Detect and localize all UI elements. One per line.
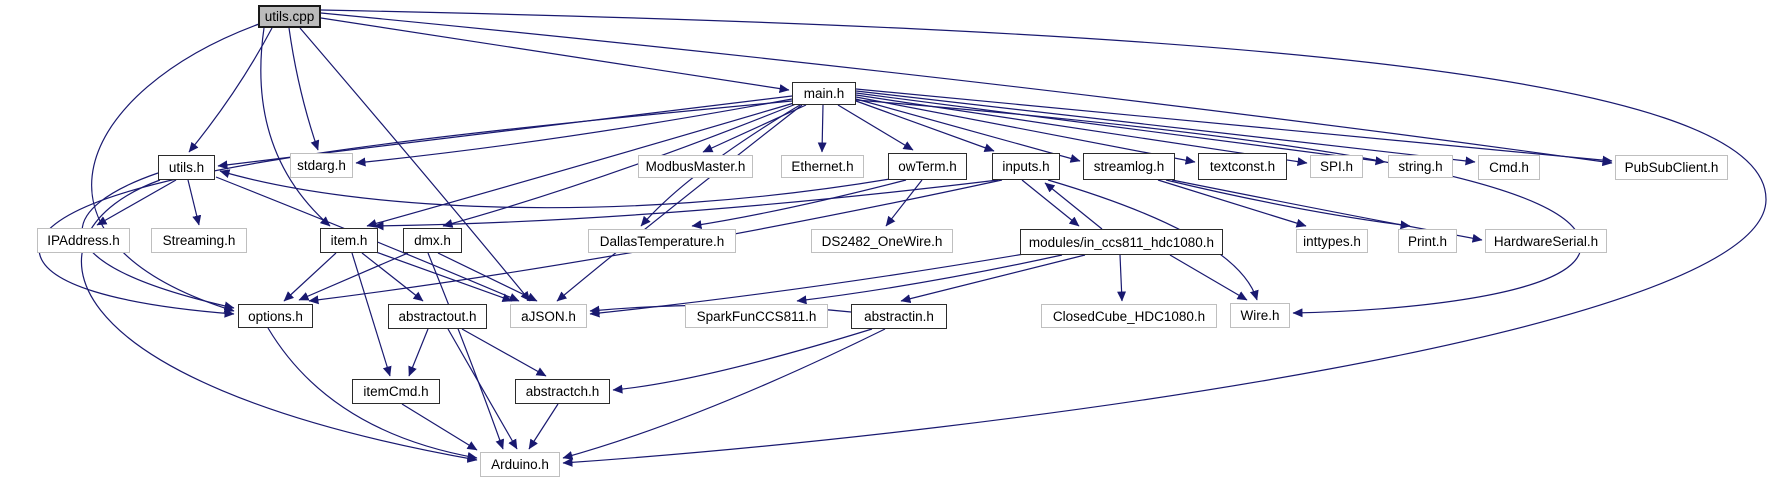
node-utils_cpp: utils.cpp — [258, 5, 321, 28]
edge-main_h-to-ModbusMaster_h — [702, 104, 807, 153]
node-ModbusMaster_h: ModbusMaster.h — [638, 155, 753, 178]
edge-utils_cpp-to-utils_h — [188, 27, 273, 153]
edge-abstractout_h-to-Arduino_h — [447, 328, 518, 450]
node-SPI_h: SPI.h — [1310, 155, 1363, 178]
node-HardwareSerial_h: HardwareSerial.h — [1485, 229, 1607, 253]
node-Wire_h: Wire.h — [1230, 303, 1290, 328]
node-SparkFunCCS811_h: SparkFunCCS811.h — [685, 304, 828, 328]
node-Cmd_h: Cmd.h — [1478, 155, 1540, 180]
node-inputs_h[interactable]: inputs.h — [992, 153, 1060, 180]
node-inttypes_h: inttypes.h — [1296, 229, 1368, 253]
edge-item_h-to-abstractout_h — [361, 252, 424, 302]
node-modules_in_ccs811_hdc1080_h[interactable]: modules/in_ccs811_hdc1080.h — [1020, 229, 1223, 255]
edge-abstractin_h-to-Arduino_h — [562, 328, 886, 460]
edge-utils_h-to-Arduino_h — [80, 179, 478, 463]
node-options_h[interactable]: options.h — [238, 304, 313, 328]
edge-dmx_h-to-aJSON_h — [437, 252, 538, 302]
node-textconst_h[interactable]: textconst.h — [1198, 153, 1287, 180]
edge-dmx_h-to-Arduino_h — [427, 252, 505, 450]
edge-owTerm_h-to-DallasTemperature_h — [691, 179, 907, 229]
node-abstractch_h[interactable]: abstractch.h — [515, 379, 610, 404]
node-Print_h: Print.h — [1398, 229, 1457, 253]
edge-modules_in-to-ClosedCube_HDC1080_h — [1117, 254, 1127, 302]
edge-item_h-to-options_h — [283, 252, 337, 302]
edge-abstractch_h-to-Arduino_h — [528, 403, 559, 450]
node-Streaming_h: Streaming.h — [151, 228, 247, 253]
edge-main_h-to-streamlog_h — [855, 98, 1081, 163]
edge-utils_cpp-to-aJSON_h — [299, 27, 531, 302]
edge-main_h-to-owTerm_h — [837, 104, 914, 151]
edge-inputs_h-to-item_h — [373, 179, 999, 231]
edge-options_h-to-Arduino_h — [267, 327, 478, 461]
edge-utils_h-to-IPAddress_h — [96, 179, 177, 226]
edge-item_h-to-aJSON_h — [375, 251, 513, 303]
node-DallasTemperature_h: DallasTemperature.h — [588, 229, 736, 253]
edge-modules_in-to-Wire_h — [1169, 254, 1248, 301]
edge-main_h-to-Wire_h — [855, 99, 1582, 318]
node-dmx_h[interactable]: dmx.h — [403, 228, 462, 253]
edge-abstractin_h-to-abstractch_h — [612, 328, 873, 394]
node-streamlog_h[interactable]: streamlog.h — [1083, 153, 1175, 180]
edge-main_h-to-inputs_h — [855, 100, 995, 152]
edge-utils_cpp-to-main_h — [320, 17, 790, 94]
node-main_h[interactable]: main.h — [792, 82, 856, 105]
edge-modules_in-to-abstractin_h — [900, 254, 1086, 304]
edge-utils_h-to-Streaming_h — [187, 179, 202, 226]
edge-abstractout_h-to-itemCmd_h — [408, 328, 429, 377]
edge-streamlog_h-to-inttypes_h — [1157, 179, 1307, 228]
edge-itemCmd_h-to-Arduino_h — [401, 403, 478, 451]
edge-main_h-to-textconst_h — [855, 96, 1196, 165]
edge-utils_cpp-to-item_h — [260, 27, 331, 227]
edge-modules_in-to-inputs_h — [1044, 182, 1103, 230]
edge-utils_cpp-to-PubSubClient_h — [320, 12, 1613, 167]
edge-modules_in-to-SparkFunCCS811_h — [796, 254, 1063, 305]
edge-main_h-to-stdarg_h — [355, 98, 793, 167]
node-owTerm_h[interactable]: owTerm.h — [888, 153, 967, 180]
node-ClosedCube_HDC1080_h: ClosedCube_HDC1080.h — [1041, 304, 1217, 328]
node-DS2482_OneWire_h: DS2482_OneWire.h — [811, 229, 953, 253]
node-utils_h[interactable]: utils.h — [158, 155, 215, 180]
edge-utils_cpp-to-stdarg_h — [288, 27, 320, 151]
edge-main_h-to-Ethernet_h — [817, 104, 827, 153]
edge-main_h-to-dmx_h — [442, 103, 797, 228]
edge-owTerm_h-to-DS2482_OneWire_h — [885, 179, 923, 227]
edge-dmx_h-to-options_h — [298, 252, 409, 301]
node-aJSON_h: aJSON.h — [510, 304, 587, 328]
edge-utils_cpp-to-options_h — [91, 23, 260, 313]
node-Ethernet_h: Ethernet.h — [781, 155, 864, 178]
edge-main_h-to-Cmd_h — [855, 90, 1476, 166]
edge-streamlog_h-to-Print_h — [1165, 179, 1411, 230]
edge-inputs_h-to-modules_in — [1021, 179, 1080, 227]
node-stdarg_h: stdarg.h — [290, 153, 353, 178]
edge-main_h-to-options_h — [38, 100, 793, 318]
node-item_h[interactable]: item.h — [320, 228, 378, 253]
node-abstractout_h[interactable]: abstractout.h — [388, 304, 487, 329]
edge-item_h-to-itemCmd_h — [351, 252, 392, 377]
node-itemCmd_h[interactable]: itemCmd.h — [352, 379, 440, 404]
edge-utils_cpp-to-Arduino_h — [320, 9, 1767, 467]
edge-owTerm_h-to-utils_h — [219, 169, 891, 209]
node-Arduino_h: Arduino.h — [480, 452, 560, 477]
edge-main_h-to-item_h — [366, 102, 795, 228]
edge-main_h-to-string_h — [855, 92, 1386, 166]
edge-main_h-to-PubSubClient_h — [855, 88, 1613, 165]
node-PubSubClient_h: PubSubClient.h — [1615, 155, 1728, 180]
edge-abstractout_h-to-abstractch_h — [461, 328, 547, 377]
node-abstractin_h[interactable]: abstractin.h — [851, 304, 947, 329]
node-IPAddress_h: IPAddress.h — [37, 228, 130, 253]
edge-modules_in-to-aJSON_h — [589, 252, 1031, 318]
node-string_h: string.h — [1388, 155, 1453, 178]
